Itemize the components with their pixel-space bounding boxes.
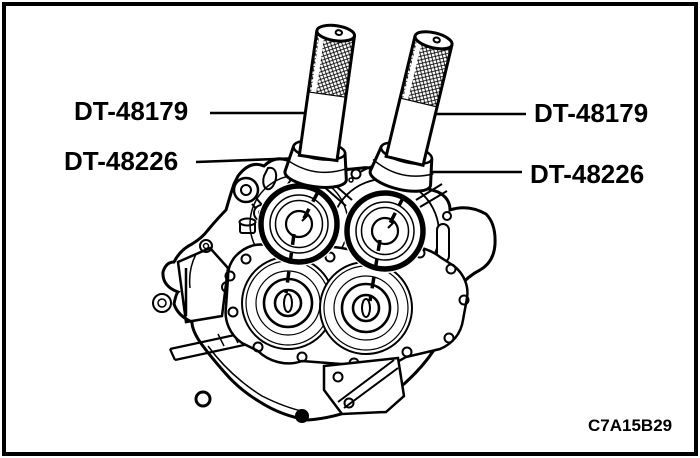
handle-top-hole — [334, 29, 343, 37]
callout-label-left-tool: DT-48179 — [74, 96, 189, 126]
bottom-bracket — [322, 356, 406, 416]
lug — [262, 166, 278, 191]
right-tool-assembly — [368, 30, 454, 193]
callout-label-right-adapter: DT-48226 — [530, 159, 645, 189]
bearing-bore-right — [319, 261, 413, 355]
output-seal-left — [257, 182, 341, 266]
callout-label-right-tool: DT-48179 — [534, 98, 649, 128]
side-panel — [176, 246, 230, 324]
leader-lines — [195, 111, 526, 174]
right-tool-handle — [384, 30, 454, 168]
figure-code: C7A15B29 — [588, 416, 673, 435]
leader-left-dt48226 — [195, 156, 303, 164]
alignment-dashes — [284, 191, 406, 302]
handle-top-hole — [432, 36, 441, 44]
output-seal-right — [343, 189, 427, 273]
hex-bolt — [238, 217, 257, 234]
callout-label-left-adapter: DT-48226 — [64, 146, 179, 176]
latch-detail — [348, 165, 373, 183]
left-tool-handle — [297, 23, 357, 163]
gasket-plate — [224, 243, 470, 369]
left-tool-assembly — [283, 23, 357, 189]
